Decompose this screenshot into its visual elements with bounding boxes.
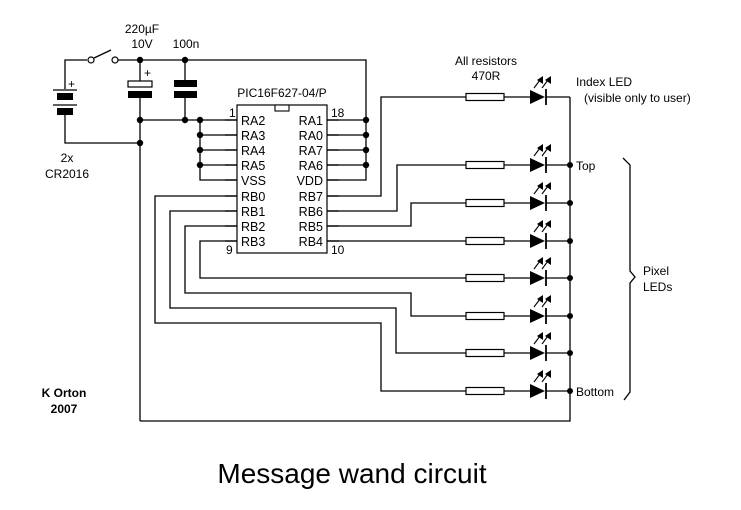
chip-pin-label: RB6 [299, 205, 323, 219]
junctions [136, 56, 370, 169]
chip-pin-label: RA1 [299, 114, 323, 128]
pin-number-18: 18 [331, 106, 345, 120]
led-icon [530, 196, 545, 210]
junction [567, 313, 573, 319]
pin-number-1: 1 [229, 106, 236, 120]
pin-number-10: 10 [331, 243, 345, 257]
pixel-led-row [465, 220, 573, 249]
resistor-icon [465, 311, 505, 321]
power-switch [87, 49, 140, 64]
light-emission-icon [533, 295, 551, 308]
led-icon [530, 271, 545, 285]
pixel-led-row [465, 332, 573, 361]
bottom-led-label: Bottom [576, 385, 614, 399]
chip-pin-label: RB0 [241, 190, 265, 204]
resistor-icon [465, 160, 505, 170]
light-emission-icon [533, 370, 551, 383]
battery-count-label: 2x [61, 151, 74, 165]
resistor-note-line1: All resistors [455, 54, 517, 68]
light-emission-icon [533, 182, 551, 195]
pixel-leds-brace [622, 157, 636, 401]
pixel-led-row [465, 257, 573, 286]
chip-pin-label: VDD [297, 174, 323, 188]
pic-chip [236, 104, 328, 254]
pixel-led-row [465, 370, 573, 399]
battery-type-label: CR2016 [45, 167, 89, 181]
cap-100n-value: 100n [173, 37, 200, 51]
resistor-icon [465, 198, 505, 208]
light-emission-icon [533, 257, 551, 270]
capacitor-100n [174, 60, 197, 120]
resistor-icon [465, 236, 505, 246]
junction [567, 238, 573, 244]
led-icon [530, 234, 545, 248]
junction [567, 275, 573, 281]
led-icon [530, 309, 545, 323]
cap-220uf-voltage: 10V [131, 37, 152, 51]
led-icon [530, 158, 545, 172]
pixel-led-row [465, 144, 573, 173]
junction [567, 388, 573, 394]
led-icon [530, 384, 545, 398]
chip-part-number: PIC16F627-04/P [237, 86, 326, 100]
chip-pin-label: RA0 [299, 129, 323, 143]
top-led-label: Top [576, 159, 596, 173]
chip-pin-label: RA6 [299, 159, 323, 173]
chip-pin-label: RA7 [299, 144, 323, 158]
signal-wires [154, 96, 466, 392]
battery-polarity: + [68, 77, 75, 91]
index-led-sublabel: (visible only to user) [584, 91, 691, 105]
light-emission-icon [533, 144, 551, 157]
pixel-leds-label-line1: Pixel [643, 264, 669, 278]
chip-pin-label: RB4 [299, 235, 323, 249]
chip-pin-label: RA2 [241, 114, 265, 128]
capacitor-220uf: + [127, 60, 153, 421]
chip-pin-label: RA4 [241, 144, 265, 158]
resistor-icon [465, 348, 505, 358]
chip-pin-label: RA3 [241, 129, 265, 143]
led-rows [465, 76, 573, 399]
led-icon [530, 346, 545, 360]
resistor-icon [465, 273, 505, 283]
chip-pin-label: RB7 [299, 190, 323, 204]
resistor-icon [465, 92, 505, 102]
ground-return [140, 97, 571, 422]
cap-220uf-value: 220µF [125, 22, 159, 36]
chip-pin-label: VSS [241, 174, 266, 188]
light-emission-icon [533, 332, 551, 345]
light-emission-icon [533, 76, 551, 89]
index-led-row [465, 76, 570, 105]
pin-number-9: 9 [226, 243, 233, 257]
junction [567, 350, 573, 356]
junction [567, 200, 573, 206]
led-icon [530, 90, 545, 104]
junction [567, 162, 573, 168]
chip-pin-label: RB1 [241, 205, 265, 219]
pixel-led-row [465, 182, 573, 211]
index-led-label: Index LED [576, 75, 632, 89]
diagram-title: Message wand circuit [217, 458, 486, 489]
cap-polarity: + [144, 66, 151, 80]
chip-pin-label: RB5 [299, 220, 323, 234]
credit-year: 2007 [51, 402, 78, 416]
light-emission-icon [533, 220, 551, 233]
pixel-leds-label-line2: LEDs [643, 280, 672, 294]
vss-left-bus [199, 120, 237, 181]
resistor-icon [465, 386, 505, 396]
chip-pin-label: RB3 [241, 235, 265, 249]
chip-pin-label: RB2 [241, 220, 265, 234]
battery: + [53, 59, 140, 144]
resistor-note-line2: 470R [472, 69, 501, 83]
credit-author: K Orton [42, 386, 87, 400]
pixel-led-row [465, 295, 573, 324]
chip-pin-label: RA5 [241, 159, 265, 173]
